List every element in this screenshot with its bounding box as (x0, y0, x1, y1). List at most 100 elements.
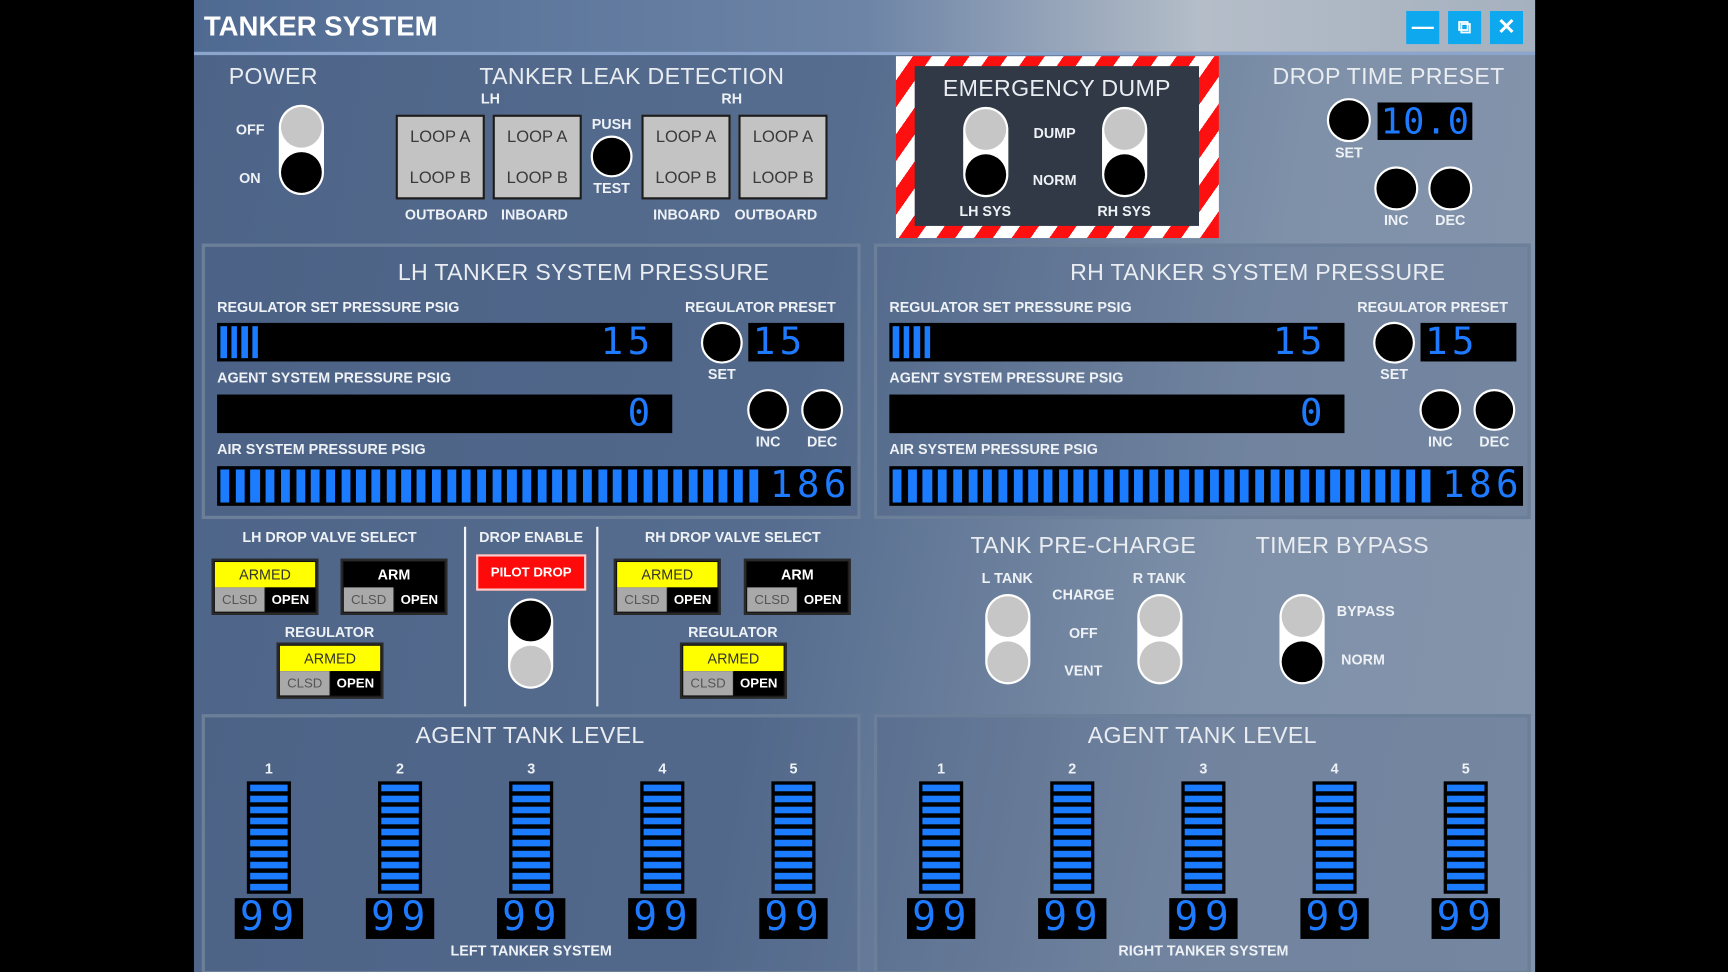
tank-number: 4 (1330, 760, 1339, 777)
tank-level-bar (377, 781, 423, 894)
tank-level-value: 99 (239, 898, 301, 939)
tank-level-display: 99 (628, 898, 697, 939)
air-pressure-value: 186 (1442, 466, 1524, 506)
loop-position-label: OUTBOARD (734, 206, 818, 223)
pressure-bar-segment (1119, 469, 1129, 503)
drop-time-display: 10.0 (1377, 102, 1473, 140)
regulator-dec-button[interactable] (1473, 389, 1516, 431)
tank-level-segment (250, 839, 288, 847)
pressure-bar-segment (401, 469, 411, 503)
regulator-preset-display: 15 (748, 322, 845, 362)
tank-level-segment (643, 861, 682, 869)
tank-level-bar (1050, 781, 1095, 894)
regulator-set-pressure-label: REGULATOR SET PRESSURE PSIG (217, 298, 460, 316)
tank-level-segment (1053, 806, 1092, 814)
drop-time-title: DROP TIME PRESET (1272, 63, 1505, 90)
loop-rh-outboard-button[interactable]: LOOP A LOOP B (738, 114, 828, 200)
air-pressure-value: 186 (769, 466, 851, 506)
tank-level-segment (512, 850, 550, 858)
pressure-bar-segment (1179, 469, 1189, 503)
power-on-label: ON (239, 169, 261, 187)
loop-b-label: LOOP B (752, 168, 814, 188)
tank-level-segment (1184, 795, 1223, 803)
tank-level-segment (512, 784, 550, 792)
regulator-dec-button[interactable] (801, 389, 844, 431)
pressure-bar-segment (446, 469, 456, 503)
l-tank-precharge-toggle[interactable] (985, 593, 1031, 685)
tank-level-value: 99 (633, 898, 695, 939)
pressure-bar-segment (522, 469, 532, 503)
regulator-inc-button[interactable] (1419, 389, 1462, 431)
pressure-bar-segment (733, 469, 743, 503)
tank-level-value: 99 (502, 898, 564, 939)
tank-level-segment (250, 817, 288, 825)
lh-sys-dump-toggle[interactable] (963, 106, 1009, 198)
close-button[interactable]: ✕ (1489, 11, 1524, 45)
tank-level-segment (922, 839, 960, 847)
timer-bypass-toggle[interactable] (1279, 593, 1325, 685)
regulator-preset-set-button[interactable] (700, 321, 743, 364)
regulator-preset-value: 15 (752, 322, 807, 362)
tank-level-segment (512, 828, 550, 836)
pressure-bar-segment (230, 326, 238, 359)
tank-number: 2 (396, 760, 405, 777)
reg-pressure-bar: 15 (217, 322, 673, 362)
power-toggle[interactable] (278, 104, 324, 196)
arm-indicator: ARM (343, 562, 445, 588)
divider (463, 526, 467, 707)
tank-level-segment (1053, 883, 1092, 891)
pressure-bar-segment (582, 469, 592, 503)
drop-enable-toggle[interactable] (508, 598, 554, 689)
tank-level-display: 99 (1431, 898, 1500, 939)
pressure-bar-segment (1043, 469, 1053, 503)
r-tank-precharge-toggle[interactable] (1137, 593, 1183, 685)
left-tanker-system-caption: LEFT TANKER SYSTEM (450, 942, 612, 959)
pilot-drop-button[interactable]: PILOT DROP (476, 554, 587, 591)
tank-level-segment (774, 883, 813, 891)
tank-level-segment (1053, 872, 1092, 880)
rh-sys-dump-toggle[interactable] (1102, 106, 1148, 198)
tank-level-segment (774, 872, 813, 880)
tank-level-segment (381, 795, 419, 803)
pressure-bar-segment (567, 469, 577, 503)
pressure-bar-segment (688, 469, 698, 503)
charge-label: CHARGE (1052, 586, 1115, 603)
tank-level-display: 99 (906, 898, 976, 939)
loop-a-label: LOOP A (752, 127, 814, 147)
tank-level-segment (774, 784, 813, 792)
drop-time-set-button[interactable] (1326, 98, 1371, 143)
push-test-button[interactable] (590, 135, 633, 178)
tank-level-segment (381, 817, 419, 825)
tank-level-segment (1315, 784, 1354, 792)
agent-pressure-value: 0 (627, 394, 655, 434)
pressure-bar-segment (1134, 469, 1144, 503)
tank-level-segment (512, 806, 550, 814)
tank-level-segment (1315, 828, 1354, 836)
drop-time-dec-button[interactable] (1428, 166, 1473, 211)
minimize-button[interactable]: — (1406, 11, 1440, 45)
agent-pressure-value: 0 (1299, 394, 1327, 434)
tank-level-segment (922, 784, 960, 792)
pressure-bar-segment (1315, 469, 1325, 503)
tank-level-segment (1446, 839, 1485, 847)
tank-level-segment (1446, 795, 1485, 803)
vent-label: VENT (1064, 662, 1103, 679)
regulator-preset-set-button[interactable] (1373, 321, 1416, 364)
regulator-inc-button[interactable] (747, 389, 790, 431)
agent-pressure-bar: 0 (889, 394, 1345, 434)
popout-button[interactable]: ⧉ (1448, 11, 1482, 45)
tank-level-segment (774, 861, 813, 869)
drop-time-inc-button[interactable] (1374, 166, 1419, 211)
pressure-bar-segment (1254, 469, 1265, 503)
tank-level-segment (774, 828, 813, 836)
tank-level-segment (643, 850, 682, 858)
